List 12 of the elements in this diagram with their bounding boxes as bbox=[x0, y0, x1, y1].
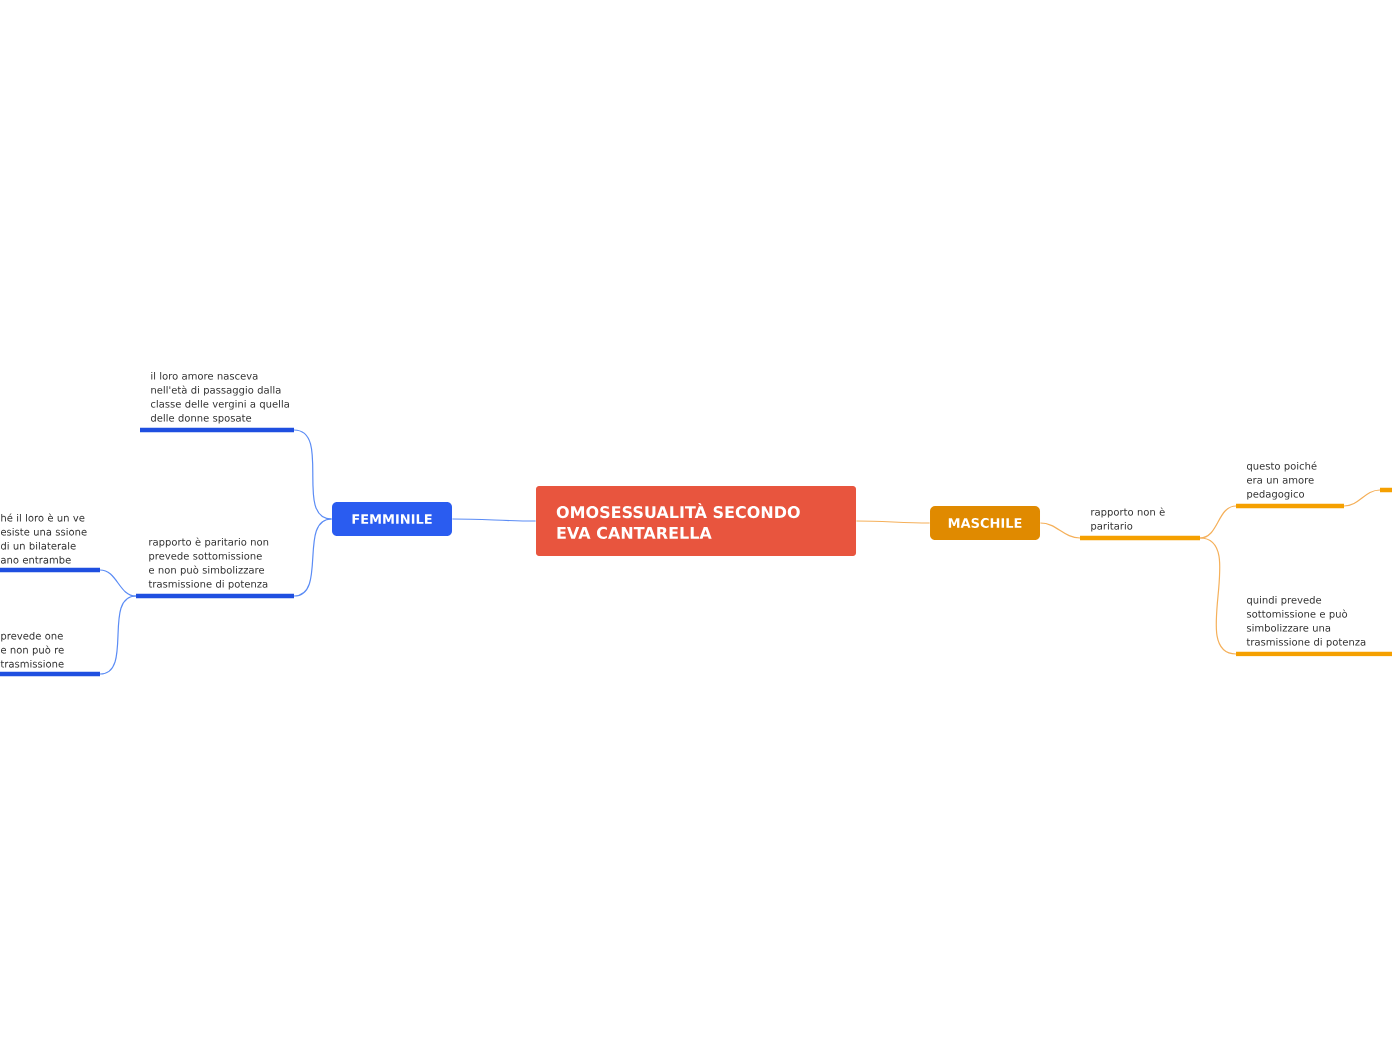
central-topic-box: OMOSESSUALITÀ SECONDO EVA CANTARELLA bbox=[536, 486, 856, 556]
connector-line bbox=[1199, 537, 1237, 655]
connector-line bbox=[1199, 505, 1237, 539]
connector-line bbox=[293, 518, 333, 597]
connector-line bbox=[99, 595, 137, 675]
connector-line bbox=[855, 520, 931, 524]
topic-line bbox=[1380, 487, 1392, 493]
connector-line bbox=[99, 569, 137, 597]
connector-line bbox=[451, 518, 537, 522]
connector-line bbox=[1039, 522, 1081, 539]
connector-line bbox=[1343, 489, 1381, 507]
connector-line bbox=[293, 429, 333, 520]
